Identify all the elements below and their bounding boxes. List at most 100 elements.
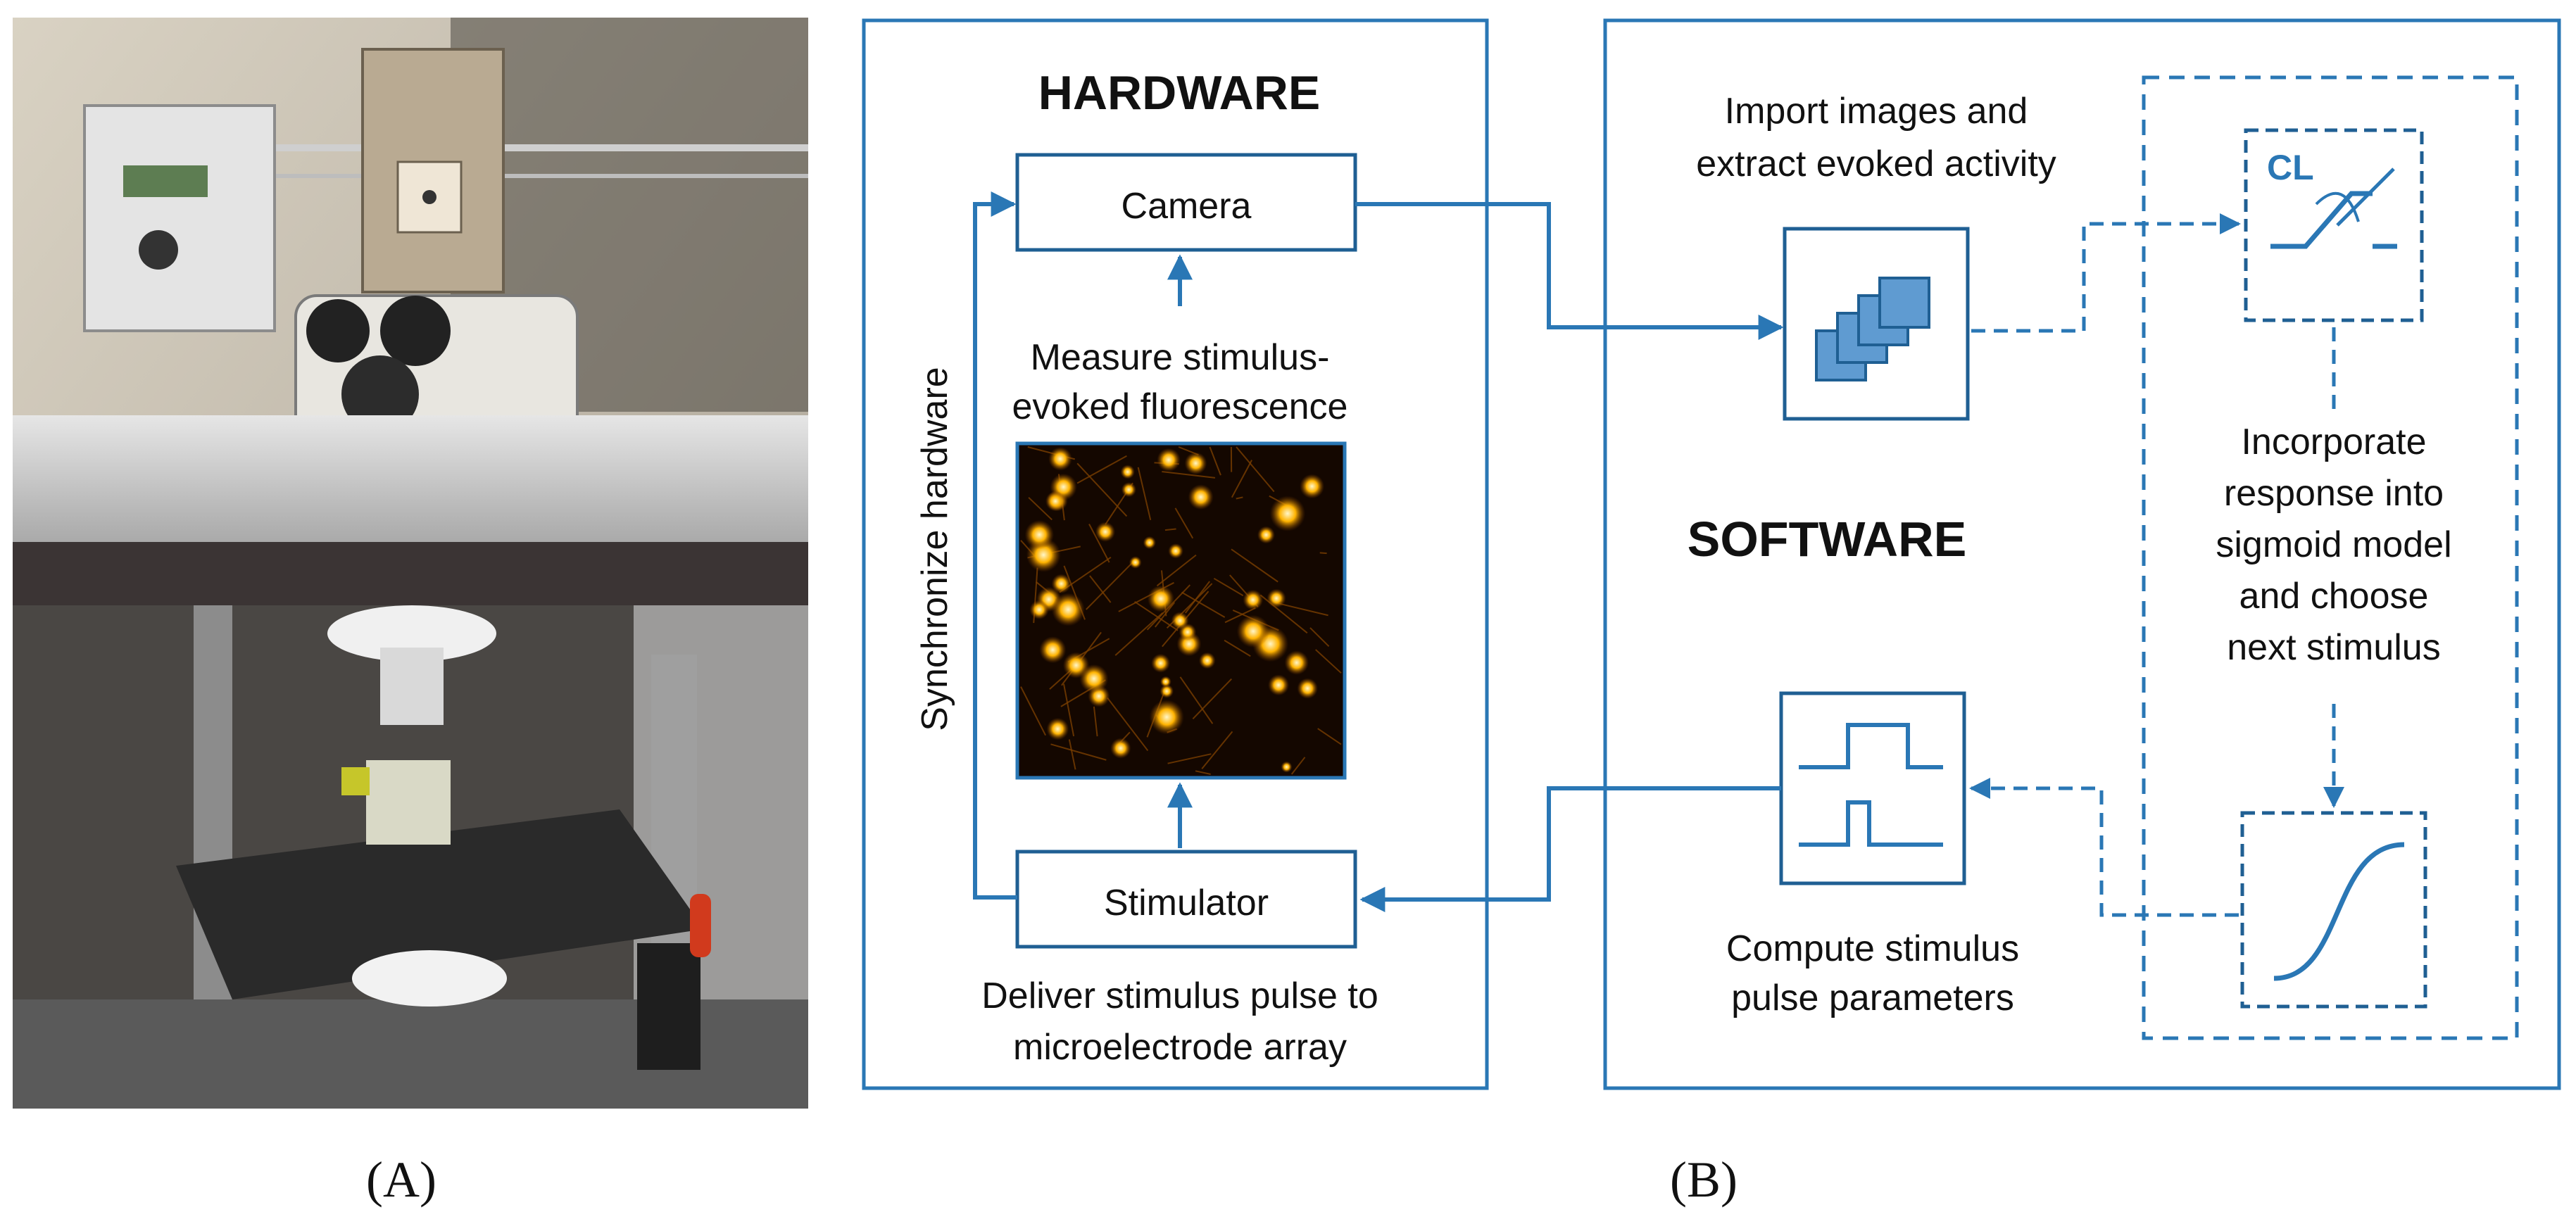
neuron-cell xyxy=(1095,522,1116,542)
panel-label-a: (A) xyxy=(366,1152,436,1208)
neurite xyxy=(1195,770,1211,775)
neurite xyxy=(1315,649,1342,674)
neurite xyxy=(1167,753,1212,764)
neuron-cell xyxy=(1039,636,1067,664)
neurite xyxy=(1162,471,1216,479)
neurite xyxy=(1156,554,1197,587)
neurite xyxy=(1236,446,1275,493)
neuron-cell xyxy=(1149,700,1184,735)
neuron-cell xyxy=(1168,543,1183,559)
sigmoid-curve-icon xyxy=(2240,811,2427,1009)
neurite xyxy=(1201,731,1233,769)
neurite xyxy=(1181,591,1226,618)
sync-text: Synchronize hardware xyxy=(915,367,955,731)
neurite xyxy=(1137,467,1152,521)
neurite xyxy=(1224,639,1251,657)
neuron-cell xyxy=(1147,585,1175,612)
neurite xyxy=(1231,460,1252,498)
stack-to-cl-arrow xyxy=(1971,213,2241,333)
neuron-cell xyxy=(1300,474,1325,499)
neuron-cell xyxy=(1236,614,1270,648)
neurite xyxy=(1134,600,1179,631)
neuron-cell xyxy=(1143,536,1156,550)
neuron-cell xyxy=(1267,588,1286,608)
neurite xyxy=(1317,728,1342,745)
neurite xyxy=(1224,607,1256,624)
hardware-panel: HARDWARE Camera Measure stimulus- evoked… xyxy=(862,18,1489,1090)
neuron-cell xyxy=(1268,674,1290,696)
neurite xyxy=(1236,496,1243,500)
neuron-cell xyxy=(1284,650,1309,675)
neuron-cell xyxy=(1297,678,1319,699)
neuron-cell xyxy=(1045,491,1066,512)
neuron-cell xyxy=(1046,717,1069,740)
neuron-cell xyxy=(1188,484,1214,510)
image-stack-icon xyxy=(1783,227,1970,421)
neuron-cell xyxy=(1120,465,1135,479)
neuron-cell xyxy=(1243,589,1264,610)
compute-text-2: pulse parameters xyxy=(1731,978,2014,1018)
neurite xyxy=(1050,743,1107,761)
neuron-cell xyxy=(1269,496,1306,531)
neuron-cell xyxy=(1079,664,1109,693)
neuron-cell xyxy=(1157,448,1181,472)
measure-text-2: evoked fluorescence xyxy=(1012,386,1348,427)
panel-label-b: (B) xyxy=(1670,1152,1738,1208)
cl-label: CL xyxy=(2267,148,2314,187)
neuron-cell xyxy=(1160,676,1171,688)
neuron-cell xyxy=(1024,519,1055,550)
neurite xyxy=(1114,612,1164,656)
neuron-cell xyxy=(1048,447,1072,471)
neuron-cell xyxy=(1121,482,1137,498)
neuron-cell xyxy=(1051,574,1072,594)
measure-text-1: Measure stimulus- xyxy=(1031,337,1330,378)
neurite xyxy=(1164,528,1176,531)
fluorescence-image xyxy=(1015,441,1347,780)
import-text-1: Import images and xyxy=(1725,91,2028,132)
neuron-cell xyxy=(1051,593,1085,626)
neurite xyxy=(1062,683,1075,737)
neurite xyxy=(1089,575,1112,603)
neurite xyxy=(1231,548,1278,583)
neuron-cell xyxy=(1257,526,1275,544)
camera-label: Camera xyxy=(1121,186,1252,227)
camera-to-software-arrow xyxy=(1355,202,1784,340)
neuron-cell xyxy=(1029,600,1049,619)
neurite xyxy=(1028,497,1053,521)
neuron-cell xyxy=(1184,452,1207,475)
neurite xyxy=(1076,455,1127,484)
neurite xyxy=(1020,686,1046,736)
neurite xyxy=(1086,561,1134,610)
neurite xyxy=(1088,524,1110,563)
hardware-title: HARDWARE xyxy=(1038,66,1320,120)
neurite xyxy=(1107,697,1149,752)
closed-loop-container xyxy=(2142,75,2519,1040)
software-panel: Import images and extract evoked activit… xyxy=(1355,18,2561,1090)
neuron-cell xyxy=(1198,652,1216,669)
incorporate-text-2: response into xyxy=(2224,473,2444,514)
deliver-text-1: Deliver stimulus pulse to xyxy=(981,976,1378,1016)
neuron-cell xyxy=(1151,653,1171,673)
neurite xyxy=(1275,602,1328,617)
neuron-cell xyxy=(1129,556,1142,569)
incorporate-text-3: sigmoid model xyxy=(2216,524,2451,565)
neuron-cell xyxy=(1171,612,1189,630)
pulse-waveform-icon xyxy=(1779,691,1966,885)
closed-loop-control-icon: CL xyxy=(2244,128,2424,322)
neuron-cell xyxy=(1160,684,1174,698)
compute-text-1: Compute stimulus xyxy=(1726,928,2019,969)
neurite xyxy=(1179,676,1214,724)
neuron-cell xyxy=(1281,761,1293,773)
software-title: SOFTWARE xyxy=(1688,512,1967,567)
camera-box xyxy=(1015,153,1357,252)
microscope-rig-photo xyxy=(13,18,808,1109)
import-text-2: extract evoked activity xyxy=(1696,144,2056,184)
stimulator-label: Stimulator xyxy=(1104,883,1269,923)
neurite xyxy=(1093,706,1098,737)
incorporate-text-5: next stimulus xyxy=(2227,627,2440,668)
neurite xyxy=(1192,678,1233,719)
neurite xyxy=(1209,446,1221,476)
software-to-stimulator-arrow xyxy=(1359,786,1781,912)
neurite xyxy=(1213,577,1244,597)
